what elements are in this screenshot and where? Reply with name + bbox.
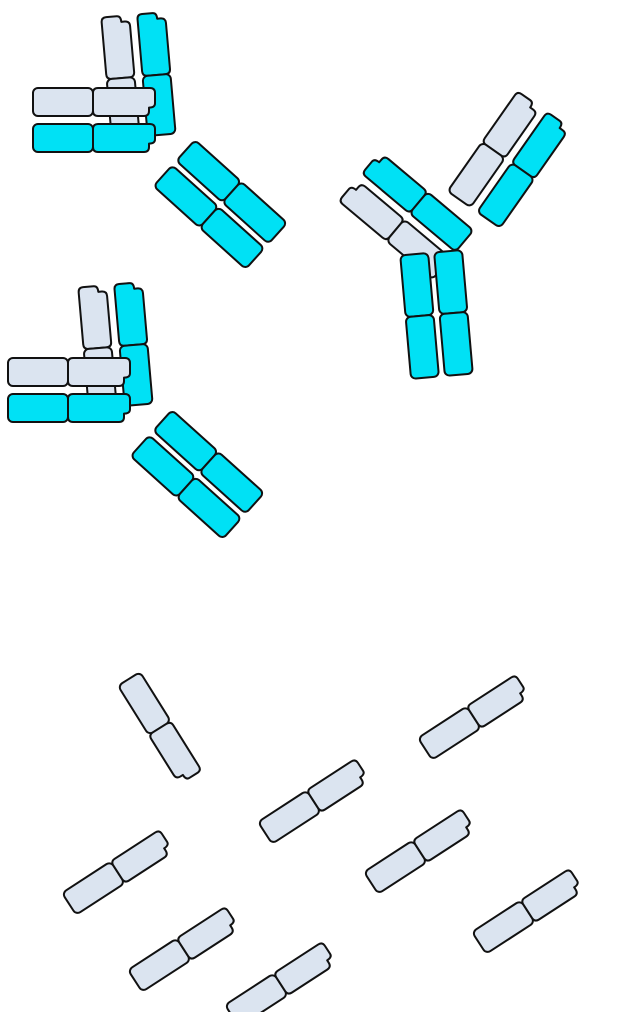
antibody-3-stem: [131, 410, 265, 539]
free-light-chain-1-variable-domain: [149, 721, 202, 784]
free-light-chain-6-variable-domain: [177, 907, 240, 960]
antibody-2-stem-ch2-bottom: [400, 253, 433, 317]
free-light-chain-2-variable-domain: [467, 675, 530, 728]
free-light-chain-4-variable-domain: [111, 830, 174, 883]
antibody-1-arm-left-variable-domain-top: [93, 124, 155, 152]
antibody-1-stem: [154, 140, 288, 269]
antibody-2: [339, 91, 570, 379]
antibody-2-arm-right: [448, 91, 570, 228]
antibody-1-arm-left-constant-domain-top: [33, 124, 93, 152]
free-light-chain-5: [364, 809, 475, 894]
free-light-chain-4: [62, 830, 173, 915]
antibody-3-arm-left-constant-domain-bottom: [8, 358, 68, 386]
antibody-1-arm-up-variable-domain-bottom: [101, 15, 134, 79]
free-light-chains: [62, 672, 583, 1012]
antibody-2-stem: [400, 250, 473, 379]
antibody-1-arm-up: [101, 12, 175, 139]
free-light-chain-7-variable-domain: [521, 869, 584, 922]
antibody-3: [8, 282, 264, 539]
antibody-3-arm-left-variable-domain-bottom: [68, 358, 130, 386]
free-light-chain-2: [418, 675, 529, 760]
free-light-chain-3-variable-domain: [307, 759, 370, 812]
antibody-1-arm-up-variable-domain-top: [137, 12, 170, 76]
antibody-1-arm-left-variable-domain-bottom: [93, 88, 155, 116]
antibody-3-arm-up-variable-domain-bottom: [78, 285, 111, 349]
free-light-chain-5-variable-domain: [413, 809, 476, 862]
free-light-chain-7: [472, 869, 583, 954]
antibody-2-stem-ch2-top: [434, 250, 467, 314]
antibody-3-arm-left-constant-domain-top: [8, 394, 68, 422]
antibody-2-stem-ch3-bottom: [406, 315, 439, 379]
free-light-chain-3: [258, 759, 369, 844]
antibody-3-arm-up-variable-domain-top: [114, 282, 147, 346]
free-light-chain-6: [128, 907, 239, 992]
antibody-2-stem-ch3-top: [440, 312, 473, 376]
free-light-chain-8-variable-domain: [274, 942, 337, 995]
antibody-1-arm-left-constant-domain-bottom: [33, 88, 93, 116]
antibody-3-arm-up: [78, 282, 152, 409]
antibody-3-arm-left-variable-domain-top: [68, 394, 130, 422]
antibody-1: [33, 12, 287, 269]
free-light-chain-1: [118, 672, 202, 784]
free-light-chain-8: [225, 942, 336, 1012]
